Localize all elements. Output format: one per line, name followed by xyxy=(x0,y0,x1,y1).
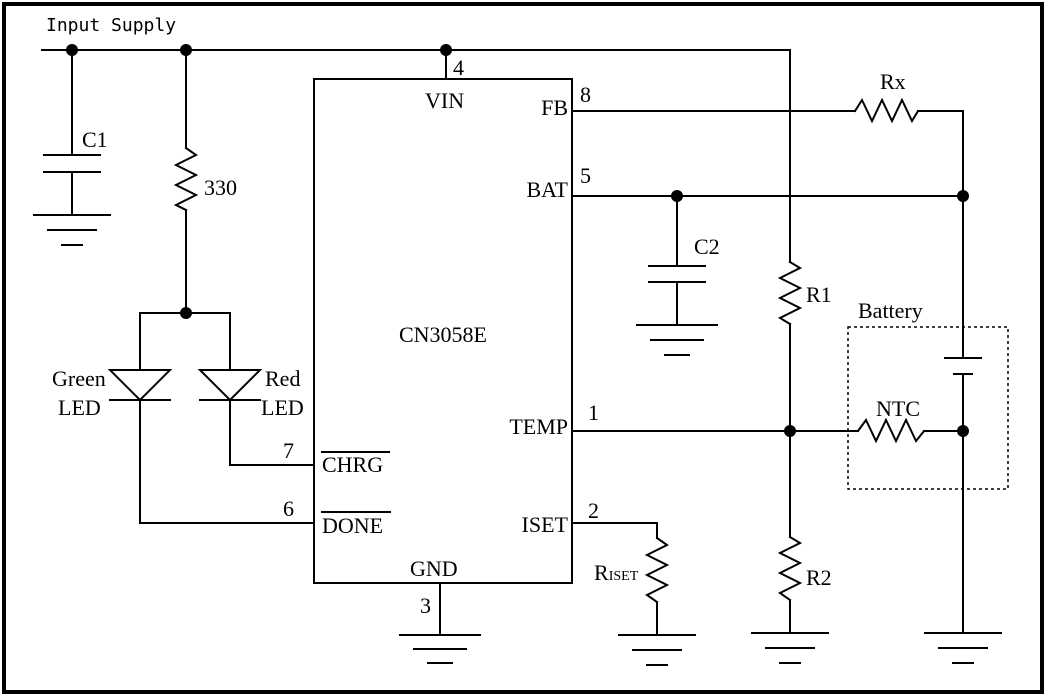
riset-label: RISET xyxy=(594,560,639,585)
pin-temp-label: TEMP xyxy=(509,414,568,439)
green-led xyxy=(107,312,315,524)
battery-label: Battery xyxy=(858,298,923,323)
rx-label: Rx xyxy=(880,69,906,94)
green-led-label-2: LED xyxy=(58,395,101,420)
pin-gnd-num: 3 xyxy=(420,593,431,618)
c2-label: C2 xyxy=(694,234,720,259)
battery-box xyxy=(847,326,1009,490)
pin-chrg-label: CHRG xyxy=(322,452,383,477)
ic-ground xyxy=(399,582,481,664)
pin-iset-num: 2 xyxy=(588,498,599,523)
red-led xyxy=(197,312,315,466)
r330-label: 330 xyxy=(204,175,237,200)
r2-ground xyxy=(751,599,829,664)
c1-label: C1 xyxy=(82,127,108,152)
r1-label: R1 xyxy=(806,282,832,307)
resistor-330 xyxy=(173,49,199,314)
riset-ground xyxy=(618,601,696,666)
pin-fb-num: 8 xyxy=(580,82,591,107)
junction-bat xyxy=(957,190,969,202)
red-led-label-2: LED xyxy=(261,395,304,420)
pin-bat-label: BAT xyxy=(526,177,568,202)
battery-ground xyxy=(924,632,1002,664)
resistor-r2 xyxy=(777,535,803,602)
pin-gnd-label: GND xyxy=(410,556,458,581)
capacitor-c2 xyxy=(636,195,718,356)
ic-name: CN3058E xyxy=(399,322,487,347)
pin-done-label: DONE xyxy=(322,513,383,538)
pin-bat-num: 5 xyxy=(580,163,591,188)
green-led-label-1: Green xyxy=(52,366,106,391)
red-led-label-1: Red xyxy=(265,366,300,391)
pin-chrg-num: 7 xyxy=(283,438,294,463)
r2-label: R2 xyxy=(806,565,832,590)
pin-iset-label: ISET xyxy=(522,512,569,537)
ntc-label: NTC xyxy=(876,396,920,421)
ic-body xyxy=(313,78,573,584)
battery-cell xyxy=(944,357,982,634)
resistor-r1 xyxy=(777,260,803,326)
pin-fb-label: FB xyxy=(541,95,568,120)
input-supply-label: Input Supply xyxy=(46,15,176,36)
junction-temp xyxy=(784,425,796,437)
pin-vin-label: VIN xyxy=(425,88,464,113)
riset-label-r: R xyxy=(594,560,609,585)
capacitor-c1 xyxy=(33,49,111,246)
resistor-riset xyxy=(644,536,670,604)
pin-temp-num: 1 xyxy=(588,400,599,425)
pin-vin-num: 4 xyxy=(453,55,464,80)
riset-label-sub: ISET xyxy=(609,569,639,584)
resistor-ntc xyxy=(856,417,926,444)
resistor-rx xyxy=(853,97,920,124)
pin-done-num: 6 xyxy=(283,496,294,521)
